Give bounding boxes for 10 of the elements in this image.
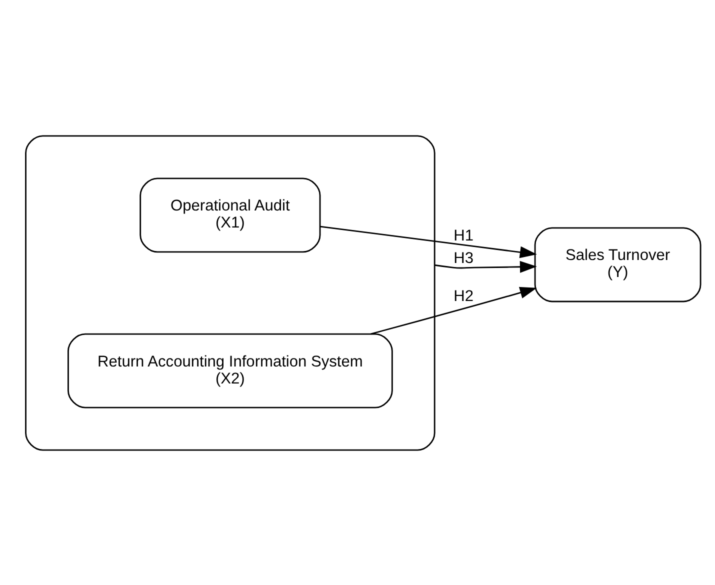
- edge-label: H1: [454, 226, 474, 244]
- node-box: Sales Turnover (Y): [534, 226, 702, 302]
- edge-label: H3: [454, 250, 474, 267]
- arrow: [370, 286, 537, 334]
- node-box: Return Accounting Information System (X2): [68, 332, 393, 408]
- cluster: [25, 134, 436, 450]
- node-box: Operational Audit (X1): [140, 177, 321, 252]
- arrow: [434, 260, 537, 272]
- arrow: [320, 225, 537, 258]
- edge-label: H2: [454, 288, 474, 305]
